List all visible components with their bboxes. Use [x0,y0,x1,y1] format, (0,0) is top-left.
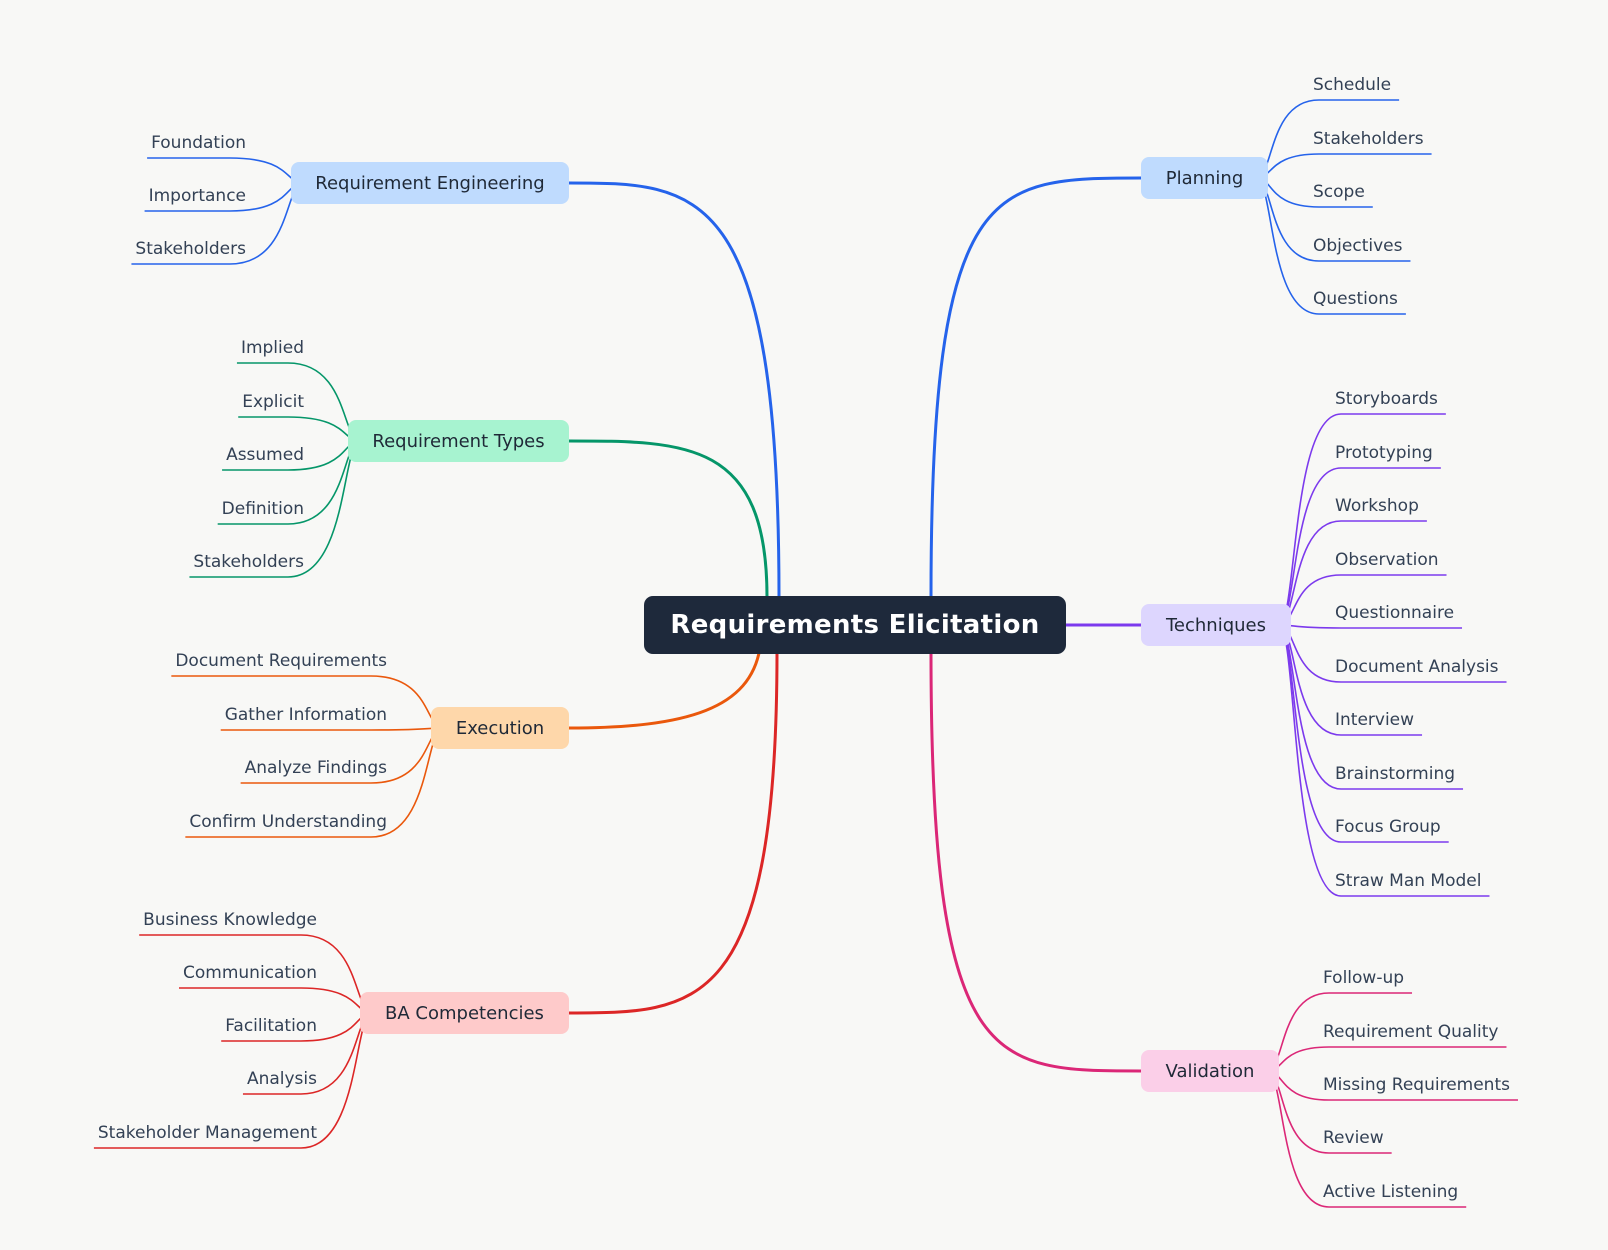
branch-node[interactable]: BA Competencies [360,992,569,1034]
branch-connector [929,651,1142,1073]
branch-node[interactable]: Validation [1141,1050,1279,1092]
leaf-label[interactable]: Confirm Understanding [189,812,387,832]
leaf-label[interactable]: Definition [221,499,304,519]
leaf-label[interactable]: Stakeholder Management [97,1123,317,1143]
leaf-label[interactable]: Missing Requirements [1323,1075,1510,1095]
leaf-label[interactable]: Explicit [242,392,304,412]
leaf-label[interactable]: Stakeholders [1313,129,1424,149]
leaf-connector [220,727,444,731]
leaf-label[interactable]: Questions [1313,289,1398,309]
branch-node[interactable]: Execution [431,707,569,749]
root-node[interactable]: Requirements Elicitation [644,596,1066,654]
branch-node[interactable]: Planning [1141,157,1268,199]
leaf-label[interactable]: Requirement Quality [1323,1022,1499,1042]
leaf-connector [1255,153,1432,179]
leaf-label[interactable]: Focus Group [1335,817,1441,837]
leaf-label[interactable]: Stakeholders [193,552,304,572]
branch-node[interactable]: Techniques [1141,604,1291,646]
leaf-connector [147,157,304,184]
leaf-label[interactable]: Stakeholders [135,239,246,259]
leaf-label[interactable]: Analysis [246,1069,317,1089]
leaf-label[interactable]: Review [1323,1128,1384,1148]
branch-node[interactable]: Requirement Types [348,420,569,462]
leaf-label[interactable]: Storyboards [1335,389,1438,409]
leaf-label[interactable]: Straw Man Model [1335,871,1482,891]
leaf-label[interactable]: Document Analysis [1335,657,1499,677]
leaf-connector [179,987,373,1014]
leaf-label[interactable]: Questionnaire [1335,603,1455,623]
leaf-label[interactable]: Brainstorming [1335,764,1456,784]
leaf-label[interactable]: Scope [1313,182,1365,202]
branch-connector [568,647,762,730]
leaf-label[interactable]: Business Knowledge [143,910,317,930]
branch-connector [568,181,781,598]
leaf-connector [238,416,361,442]
leaf-label[interactable]: Objectives [1313,236,1403,256]
leaf-label[interactable]: Observation [1335,550,1439,570]
leaf-label[interactable]: Follow-up [1323,968,1405,988]
leaf-label[interactable]: Foundation [151,133,246,153]
leaf-label[interactable]: Analyze Findings [244,758,387,778]
leaf-label[interactable]: Gather Information [224,705,387,725]
leaf-label[interactable]: Importance [148,186,246,206]
leaf-connector [1278,624,1463,629]
branch-connector [568,439,769,598]
leaf-label[interactable]: Schedule [1313,75,1392,95]
leaf-label[interactable]: Assumed [226,445,304,465]
leaf-label[interactable]: Prototyping [1335,443,1433,463]
leaf-label[interactable]: Active Listening [1323,1182,1459,1202]
leaf-connector [1266,1046,1507,1072]
leaf-label[interactable]: Interview [1335,710,1415,730]
leaf-label[interactable]: Workshop [1335,496,1419,516]
leaf-label[interactable]: Document Requirements [175,651,387,671]
branch-connector [568,651,779,1015]
branch-connector [929,176,1142,598]
leaf-label[interactable]: Communication [183,963,317,983]
leaf-label[interactable]: Facilitation [225,1016,317,1036]
branch-node[interactable]: Requirement Engineering [291,162,569,204]
leaf-label[interactable]: Implied [240,338,304,358]
